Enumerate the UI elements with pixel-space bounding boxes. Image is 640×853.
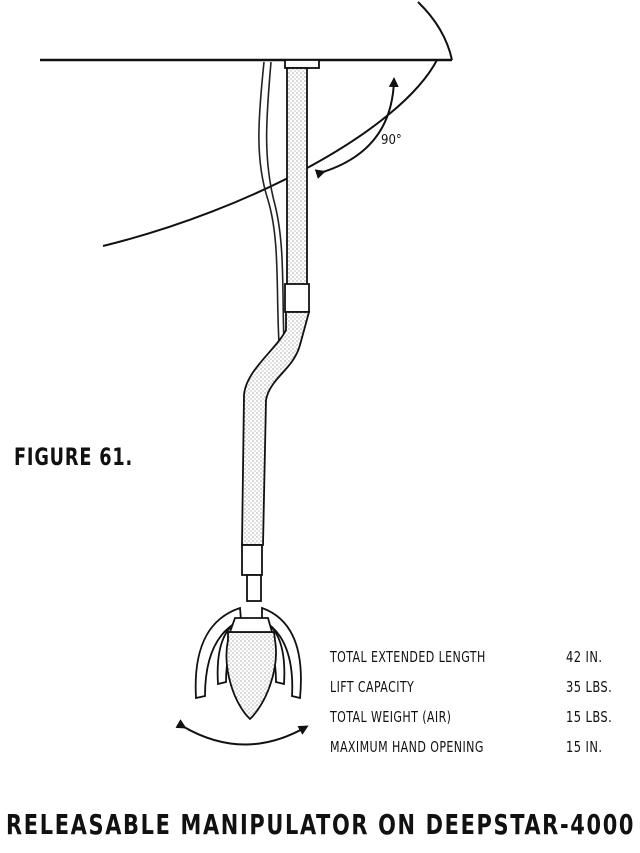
hydraulic-lines bbox=[258, 61, 285, 344]
upper-arm bbox=[286, 67, 308, 287]
arm-joint bbox=[284, 283, 310, 313]
spec-name: LIFT CAPACITY bbox=[330, 678, 415, 696]
spec-row: TOTAL WEIGHT (AIR) 15 LBS. bbox=[330, 708, 630, 738]
spec-name: TOTAL EXTENDED LENGTH bbox=[330, 648, 486, 666]
spec-value: 15 IN. bbox=[566, 738, 603, 756]
wrist-collar bbox=[246, 574, 262, 602]
gripper-palm bbox=[225, 631, 277, 721]
mounting-plate bbox=[284, 59, 320, 69]
spec-row: LIFT CAPACITY 35 LBS. bbox=[330, 678, 630, 708]
spec-name: TOTAL WEIGHT (AIR) bbox=[330, 708, 452, 726]
specifications-table: TOTAL EXTENDED LENGTH 42 IN. LIFT CAPACI… bbox=[330, 648, 630, 768]
wrist bbox=[241, 544, 263, 576]
gripper-finger-right bbox=[261, 606, 302, 700]
spec-value: 15 LBS. bbox=[566, 708, 613, 726]
gripper-hand bbox=[194, 606, 302, 721]
spec-name: MAXIMUM HAND OPENING bbox=[330, 738, 484, 756]
vehicle-hull bbox=[40, 1, 453, 62]
rotation-angle-label: 90° bbox=[381, 133, 402, 148]
spec-value: 42 IN. bbox=[566, 648, 603, 666]
spec-value: 35 LBS. bbox=[566, 678, 613, 696]
gripper-knuckle bbox=[228, 617, 274, 633]
gripper-finger-left bbox=[194, 606, 242, 700]
spec-row: MAXIMUM HAND OPENING 15 IN. bbox=[330, 738, 630, 768]
lower-arm bbox=[241, 311, 311, 546]
hand-rotation-arrow bbox=[175, 719, 309, 746]
rotation-arrow bbox=[314, 77, 399, 179]
rotation-sweep bbox=[102, 59, 438, 247]
spec-row: TOTAL EXTENDED LENGTH 42 IN. bbox=[330, 648, 630, 678]
figure-caption: RELEASABLE MANIPULATOR ON DEEPSTAR-4000 bbox=[6, 808, 636, 841]
figure-label: FIGURE 61. bbox=[14, 443, 134, 471]
